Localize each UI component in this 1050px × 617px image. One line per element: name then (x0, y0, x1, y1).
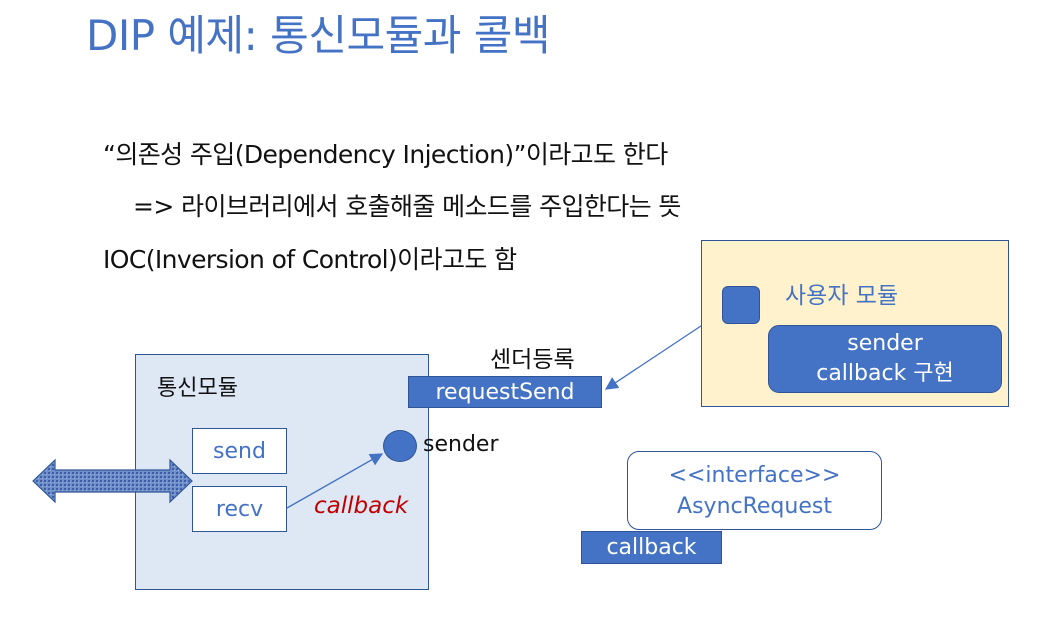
sender-callback-impl-box: sender callback 구현 (768, 325, 1002, 393)
sender-circle (383, 430, 417, 462)
recv-box: recv (192, 486, 287, 532)
register-label: 센더등록 (490, 347, 575, 373)
impl-line-2: callback 구현 (816, 361, 954, 386)
text-line-3: IOC(Inversion of Control)이라고도 함 (103, 245, 517, 274)
comm-module-label: 통신모듈 (157, 376, 238, 401)
request-send-box: requestSend (408, 376, 602, 408)
interface-stereotype: <<interface>> (668, 462, 841, 488)
user-module-label: 사용자 모듈 (785, 283, 899, 309)
text-line-2: => 라이브러리에서 호출해줄 메소드를 주입한다는 뜻 (133, 192, 681, 221)
text-line-1: “의존성 주입(Dependency Injection)”이라고도 한다 (103, 140, 668, 169)
callback-arrow (286, 453, 384, 509)
send-box: send (192, 428, 287, 474)
callback-label: callback (314, 493, 409, 519)
impl-line-1: sender (847, 331, 923, 356)
interface-callback-method: callback (581, 531, 722, 564)
interface-box: <<interface>> AsyncRequest (627, 451, 882, 530)
slide-title: DIP 예제: 통신모듈과 콜백 (86, 11, 551, 60)
user-module-port (722, 286, 760, 324)
interface-name: AsyncRequest (677, 493, 832, 519)
sender-label: sender (423, 432, 499, 457)
double-arrow-icon (32, 458, 193, 504)
